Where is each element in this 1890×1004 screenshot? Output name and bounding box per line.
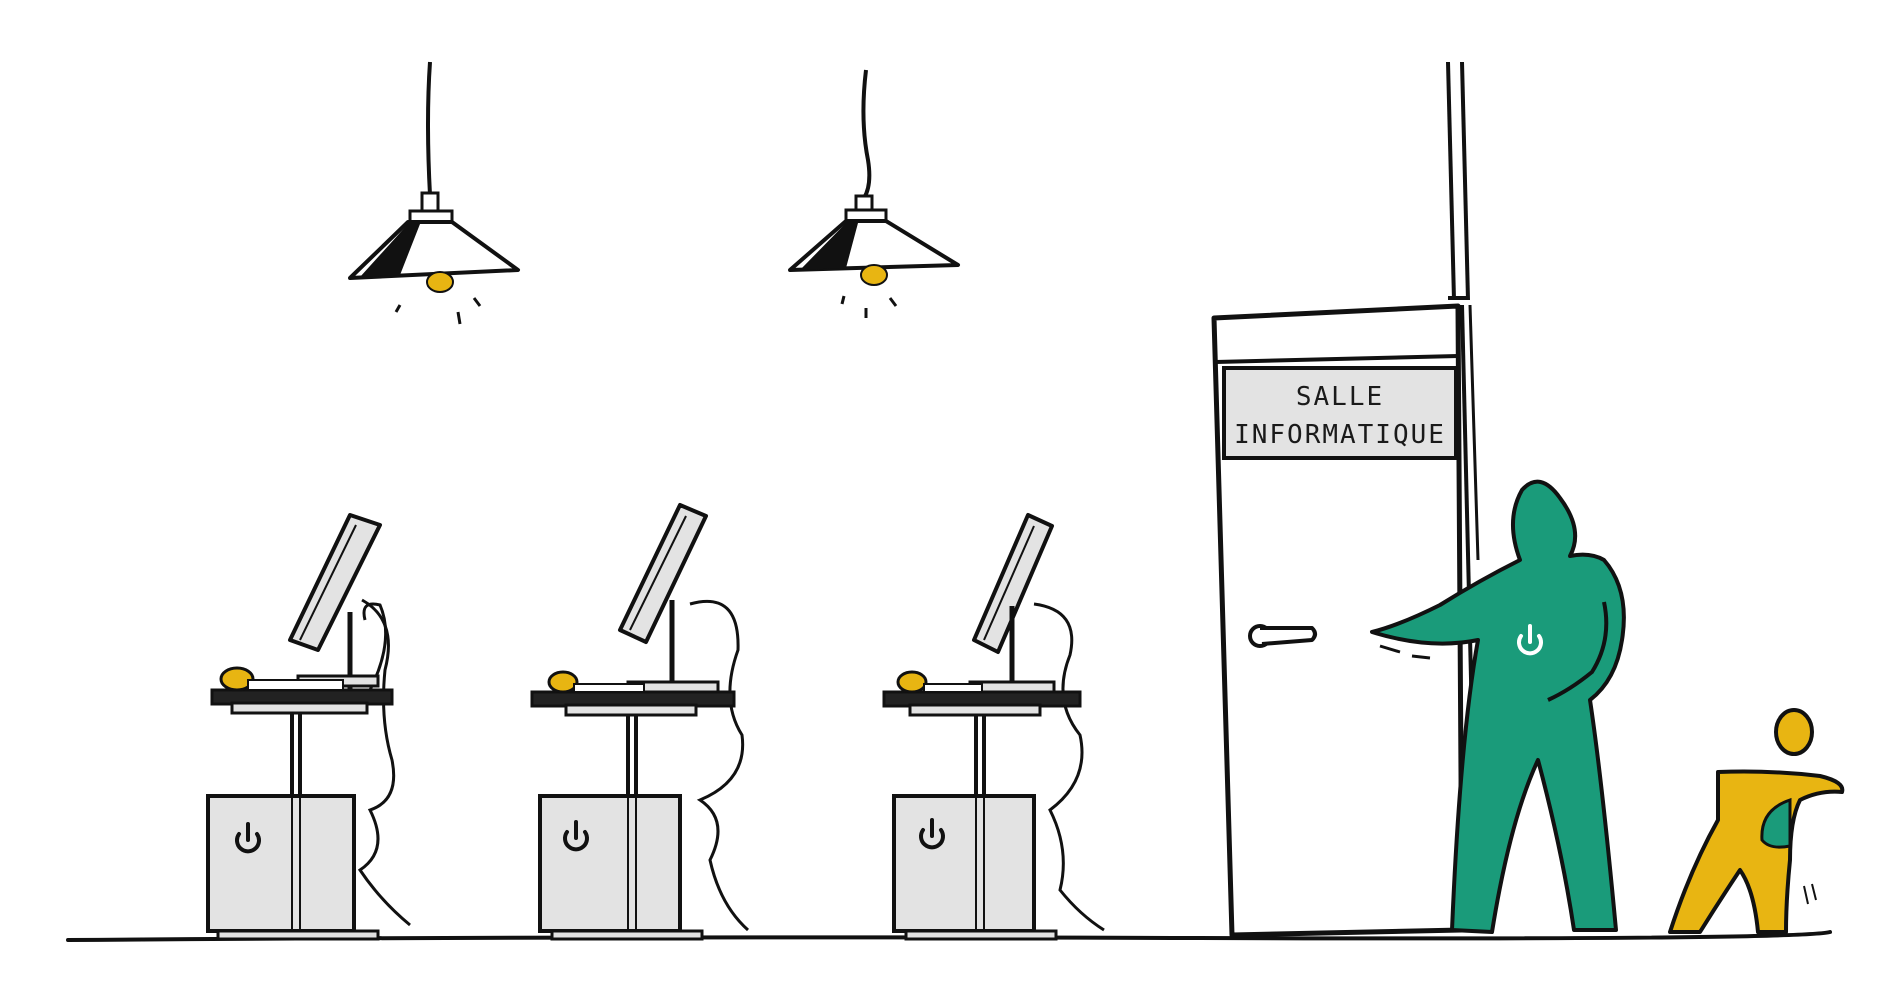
keyboard [573, 683, 645, 693]
sign-line-2: INFORMATIQUE [1234, 420, 1446, 450]
ceiling-lamp-right [788, 69, 960, 318]
mouse [547, 670, 579, 694]
computer-tower [892, 794, 1036, 933]
monitor [618, 503, 708, 644]
monitor [288, 513, 382, 652]
computer-tower [538, 794, 682, 933]
ceiling-lamp-left [348, 61, 520, 325]
yellow-character-head [1774, 708, 1814, 756]
mouse [896, 670, 928, 694]
lamp-bulb [426, 271, 454, 293]
green-character [1370, 479, 1626, 934]
workstation-2 [530, 503, 749, 941]
workstation-1 [206, 513, 411, 941]
lamp-bulb [860, 264, 888, 286]
keyboard [247, 679, 344, 691]
yellow-character [1668, 708, 1845, 934]
workstation-3 [882, 513, 1105, 941]
door-handle [1260, 626, 1317, 646]
door: SALLE INFORMATIQUE [1211, 61, 1480, 938]
sign-line-1: SALLE [1296, 382, 1384, 412]
keyboard [923, 683, 983, 693]
computer-tower [206, 794, 356, 933]
door-sign [1222, 366, 1458, 460]
